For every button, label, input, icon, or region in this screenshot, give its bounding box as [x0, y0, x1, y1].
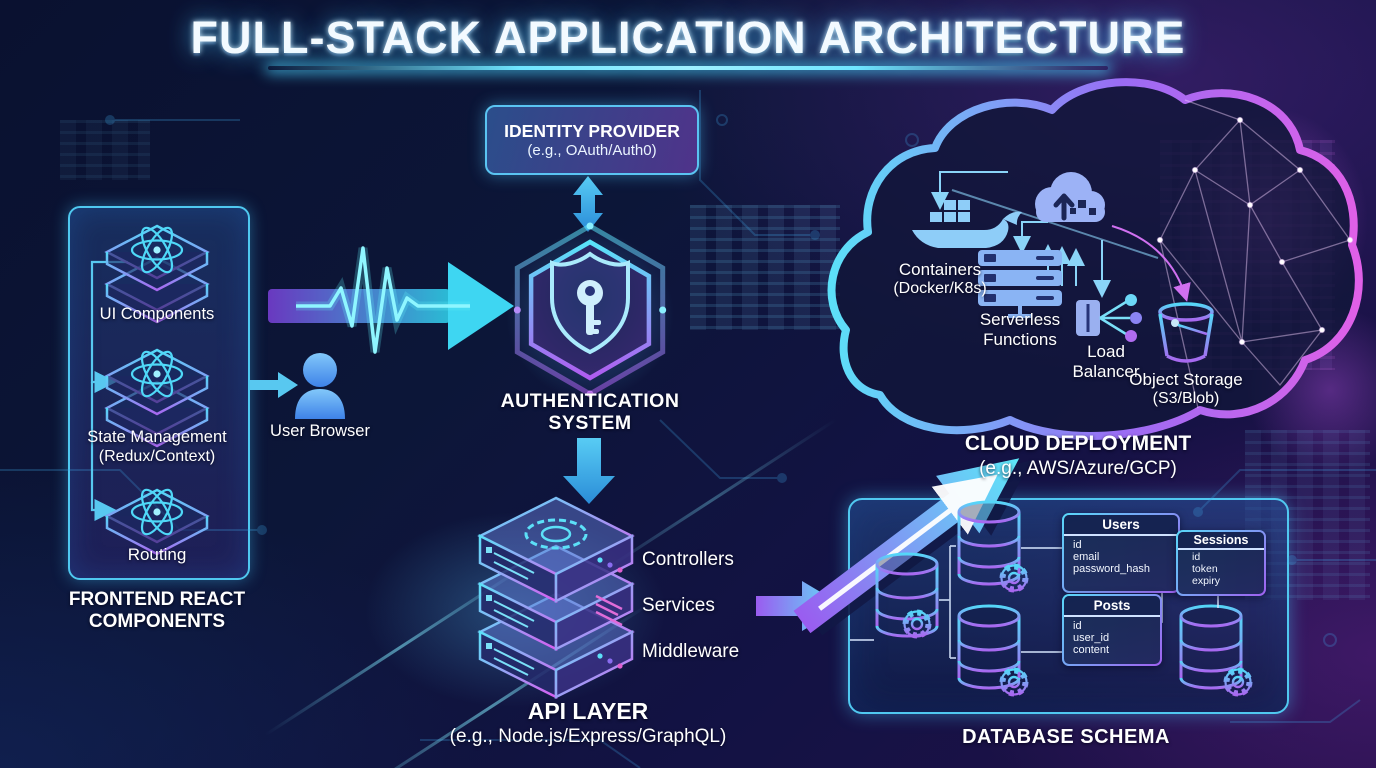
state-management-sublabel: (Redux/Context) — [98, 448, 216, 465]
authentication-caption: AUTHENTICATION SYSTEM — [500, 390, 680, 435]
api-layer-subcaption: (e.g., Node.js/Express/GraphQL) — [449, 726, 727, 747]
object-storage-sublabel: (S3/Blob) — [1152, 390, 1220, 407]
users-field: email — [1073, 551, 1100, 563]
database-caption: DATABASE SCHEMA — [962, 726, 1170, 748]
code-texture — [690, 205, 840, 330]
identity-provider-title: IDENTITY PROVIDER — [504, 121, 680, 141]
serverless-functions-label: Serverless Functions — [979, 310, 1061, 349]
posts-field: content — [1073, 644, 1110, 656]
title-glow-line — [268, 66, 1108, 70]
containers-label: Containers — [898, 260, 982, 279]
load-balancer-icon — [1076, 294, 1142, 342]
auth-to-api-arrow — [563, 438, 615, 504]
frontend-panel — [68, 206, 250, 580]
containers-sublabel: (Docker/K8s) — [893, 280, 987, 297]
sessions-field: id — [1192, 551, 1201, 563]
key-icon — [577, 280, 603, 335]
controllers-label: Controllers — [642, 549, 734, 570]
code-texture — [60, 120, 150, 180]
api-server-stack-icon — [477, 496, 635, 700]
identity-auth-double-arrow — [573, 176, 603, 232]
posts-table-card: Posts id user_id content — [1062, 594, 1162, 666]
routing-label: Routing — [127, 545, 187, 564]
cloud-caption: CLOUD DEPLOYMENT — [964, 432, 1192, 455]
poly-mesh — [1156, 99, 1354, 409]
ui-components-label: UI Components — [99, 305, 215, 323]
frontend-to-user-arrow — [250, 372, 298, 398]
cloud-glow-top — [1130, 60, 1376, 380]
middleware-label: Middleware — [642, 641, 740, 662]
identity-provider-box: IDENTITY PROVIDER (e.g., OAuth/Auth0) — [485, 105, 699, 175]
object-storage-label: Object Storage — [1129, 370, 1243, 389]
identity-provider-subtitle: (e.g., OAuth/Auth0) — [527, 142, 657, 159]
users-field: password_hash — [1073, 563, 1151, 575]
object-storage-bucket-icon — [1158, 302, 1214, 363]
sessions-field: token — [1192, 563, 1218, 575]
posts-field: user_id — [1073, 632, 1110, 644]
pulse-arrow — [268, 246, 514, 354]
posts-field: id — [1073, 620, 1082, 632]
auth-shield-icon — [513, 222, 667, 398]
page-title: FULL-STACK APPLICATION ARCHITECTURE — [190, 12, 1186, 63]
user-browser-icon — [295, 353, 345, 419]
user-browser-label: User Browser — [270, 422, 370, 440]
cloud-subcaption: (e.g., AWS/Azure/GCP) — [979, 458, 1177, 479]
sessions-table-name: Sessions — [1178, 532, 1264, 550]
users-field: id — [1073, 539, 1082, 551]
posts-table-name: Posts — [1064, 596, 1160, 617]
state-management-label: State Management — [87, 428, 227, 446]
code-texture — [1160, 140, 1335, 370]
api-gear-logo-icon — [524, 518, 588, 550]
users-table-name: Users — [1064, 515, 1178, 536]
cloud-upload-icon — [1035, 172, 1105, 222]
docker-icon — [912, 200, 1022, 248]
services-label: Services — [642, 595, 715, 616]
load-balancer-label: Load Balancer — [1072, 342, 1140, 381]
api-layer-caption: API LAYER — [527, 698, 649, 724]
sessions-field: expiry — [1192, 575, 1221, 587]
users-table-card: Users id email password_hash — [1062, 513, 1180, 593]
frontend-caption: FRONTEND REACT COMPONENTS — [68, 589, 246, 632]
sessions-table-card: Sessions id token expiry — [1176, 530, 1266, 596]
